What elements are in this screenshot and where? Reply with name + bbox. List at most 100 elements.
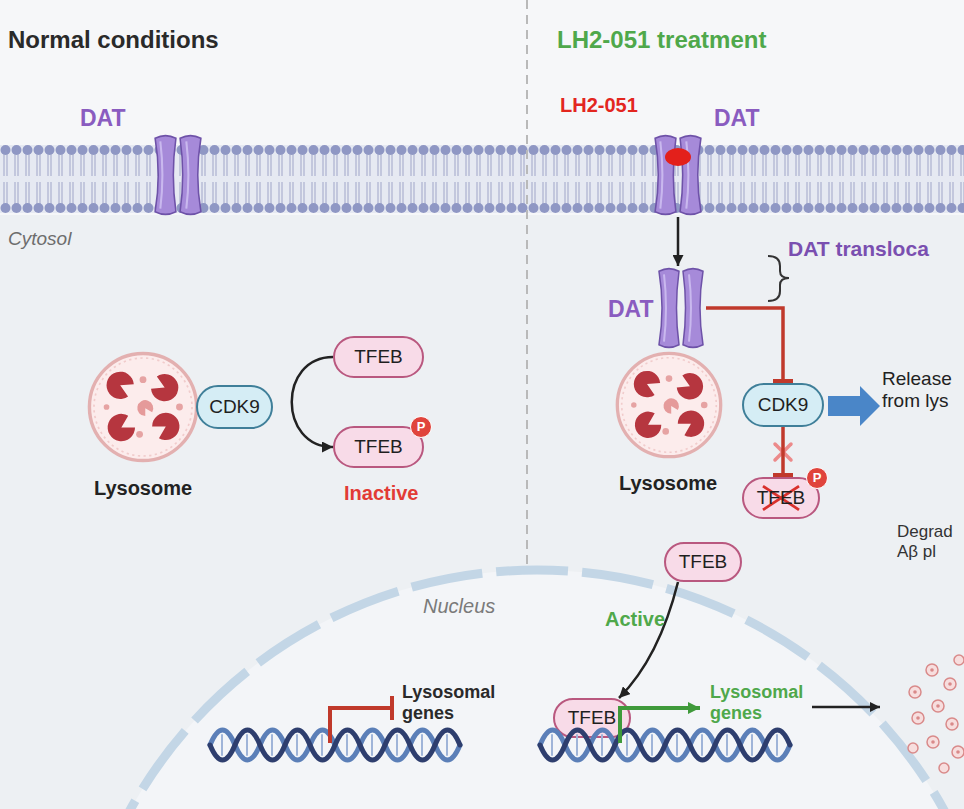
lysosome-shape-part: [103, 410, 139, 446]
protein-name: TFEB: [679, 552, 728, 573]
transporter-shape-part: [689, 274, 691, 341]
lysosome-shape-part: [617, 353, 720, 456]
annotation-label: Normal conditions: [8, 26, 219, 54]
dna-helix-part-part: [776, 735, 778, 755]
repression-symbol: [330, 696, 392, 743]
protein-pill: TFEB: [664, 542, 742, 582]
transporter-shape-part: [180, 136, 201, 215]
lysosome-node: Lysosome: [614, 350, 724, 460]
phospho-badge: P: [806, 467, 828, 489]
annotation-label: Lysosomal genes: [402, 682, 512, 723]
protein-name: TFEB: [354, 437, 403, 458]
inhibition-connector: [706, 308, 783, 381]
fragment-cores-part: [948, 682, 952, 686]
node-label: DAT: [608, 296, 654, 322]
lysosome-shape-part: [675, 406, 710, 441]
dna-helix-part-part: [446, 735, 448, 755]
transporter-shape-part: [659, 269, 679, 348]
lysosome-shape-part: [89, 353, 196, 460]
lysosome-node: Lysosome: [86, 350, 200, 464]
annotation-label: Inactive: [344, 482, 418, 505]
repression-symbol-part: [330, 708, 390, 743]
plaque-fragments-part: [954, 655, 964, 665]
lysosome-shape-part: [140, 376, 147, 383]
membrane-band: [0, 145, 964, 213]
ligand-dot: [665, 148, 691, 166]
dna-helix-part-part: [346, 735, 348, 755]
bracket: [768, 256, 789, 301]
plaque-fragments: [908, 655, 964, 773]
transporter-shape: [652, 133, 704, 217]
annotation-label: Cytosol: [8, 228, 71, 250]
dna-helix-part-part: [676, 735, 678, 755]
transporter-shape-part: [686, 141, 688, 208]
dna-helix-part-part: [726, 735, 728, 755]
plaque-fragments-part: [939, 763, 949, 773]
annotation-label: LH2-051 treatment: [557, 26, 766, 54]
protein-pill: TFEB: [333, 336, 424, 378]
plaque-fragments-part: [927, 736, 939, 748]
lipid-bilayer: [0, 143, 964, 215]
dna-helix-part-part: [651, 735, 653, 755]
dna-helix-part-part: [751, 735, 753, 755]
dna-helix-part: [210, 730, 460, 760]
lysosome-shape-part: [102, 367, 137, 403]
transporter-shape: [656, 266, 706, 350]
cross-mark-part: [775, 444, 791, 460]
activation-arrow: [620, 708, 700, 743]
lysosome-shape-part: [94, 358, 192, 456]
dna-helix-part: [540, 730, 790, 760]
plaque-fragments-part: [946, 718, 958, 730]
dna-helix-part-part: [296, 735, 298, 755]
transporter-shape-part: [680, 136, 701, 215]
lysosome-shape-part: [631, 402, 637, 408]
dna-helix-part-part: [246, 735, 248, 755]
transporter-shape-part: [160, 141, 162, 208]
inhibition-connector: [781, 427, 785, 475]
node-label: Lysosome: [588, 472, 748, 495]
phospho-badge: P: [410, 416, 432, 438]
dna-helix-part: [552, 735, 777, 755]
node-label: DAT: [714, 105, 760, 131]
plaque-fragments-part: [908, 743, 918, 753]
plaque-fragments-part: [912, 712, 924, 724]
transporter-node: DAT: [652, 133, 704, 217]
lysosome-shape-part: [674, 370, 707, 404]
dna-helix-part-part: [396, 735, 398, 755]
fragment-cores-part: [916, 716, 920, 720]
plaque-fragments-part: [932, 700, 944, 712]
plaque-fragments-part: [926, 664, 938, 676]
protein-pill: TFEBP: [742, 477, 820, 519]
lysosome-shape-part: [661, 396, 682, 416]
dna-helix-part-part: [371, 735, 373, 755]
lysosome-shape: [614, 350, 724, 460]
dna-helix-part: [540, 730, 790, 760]
fragment-cores-part: [956, 750, 960, 754]
lysosome-shape-part: [701, 402, 708, 409]
lysosome-shape-part: [666, 375, 673, 382]
lysosome-shape-part: [662, 428, 669, 435]
arrow-connector: [677, 217, 680, 266]
arrow-connector: [292, 357, 333, 447]
plaque-fragments-part: [909, 686, 921, 698]
lysosome-shape-part: [148, 370, 183, 406]
dna-helix: [210, 730, 460, 760]
transporter-shape: [152, 133, 204, 217]
protein-name: TFEB: [354, 347, 403, 368]
block-arrow: [828, 386, 880, 426]
fragment-cores-part: [950, 722, 954, 726]
annotation-label: LH2-051: [560, 94, 638, 117]
plaque-fragments-part: [944, 678, 956, 690]
cross-mark: [775, 444, 791, 460]
dna-helix-part-part: [421, 735, 423, 755]
transporter-node: DAT: [152, 133, 204, 217]
transporter-shape-part: [664, 274, 666, 341]
fragment-cores: [913, 668, 960, 754]
protein-name: CDK9: [758, 395, 809, 416]
transporter-node: DAT: [656, 266, 706, 350]
dna-helix-part-part: [551, 735, 553, 755]
fragment-cores-part: [931, 740, 935, 744]
